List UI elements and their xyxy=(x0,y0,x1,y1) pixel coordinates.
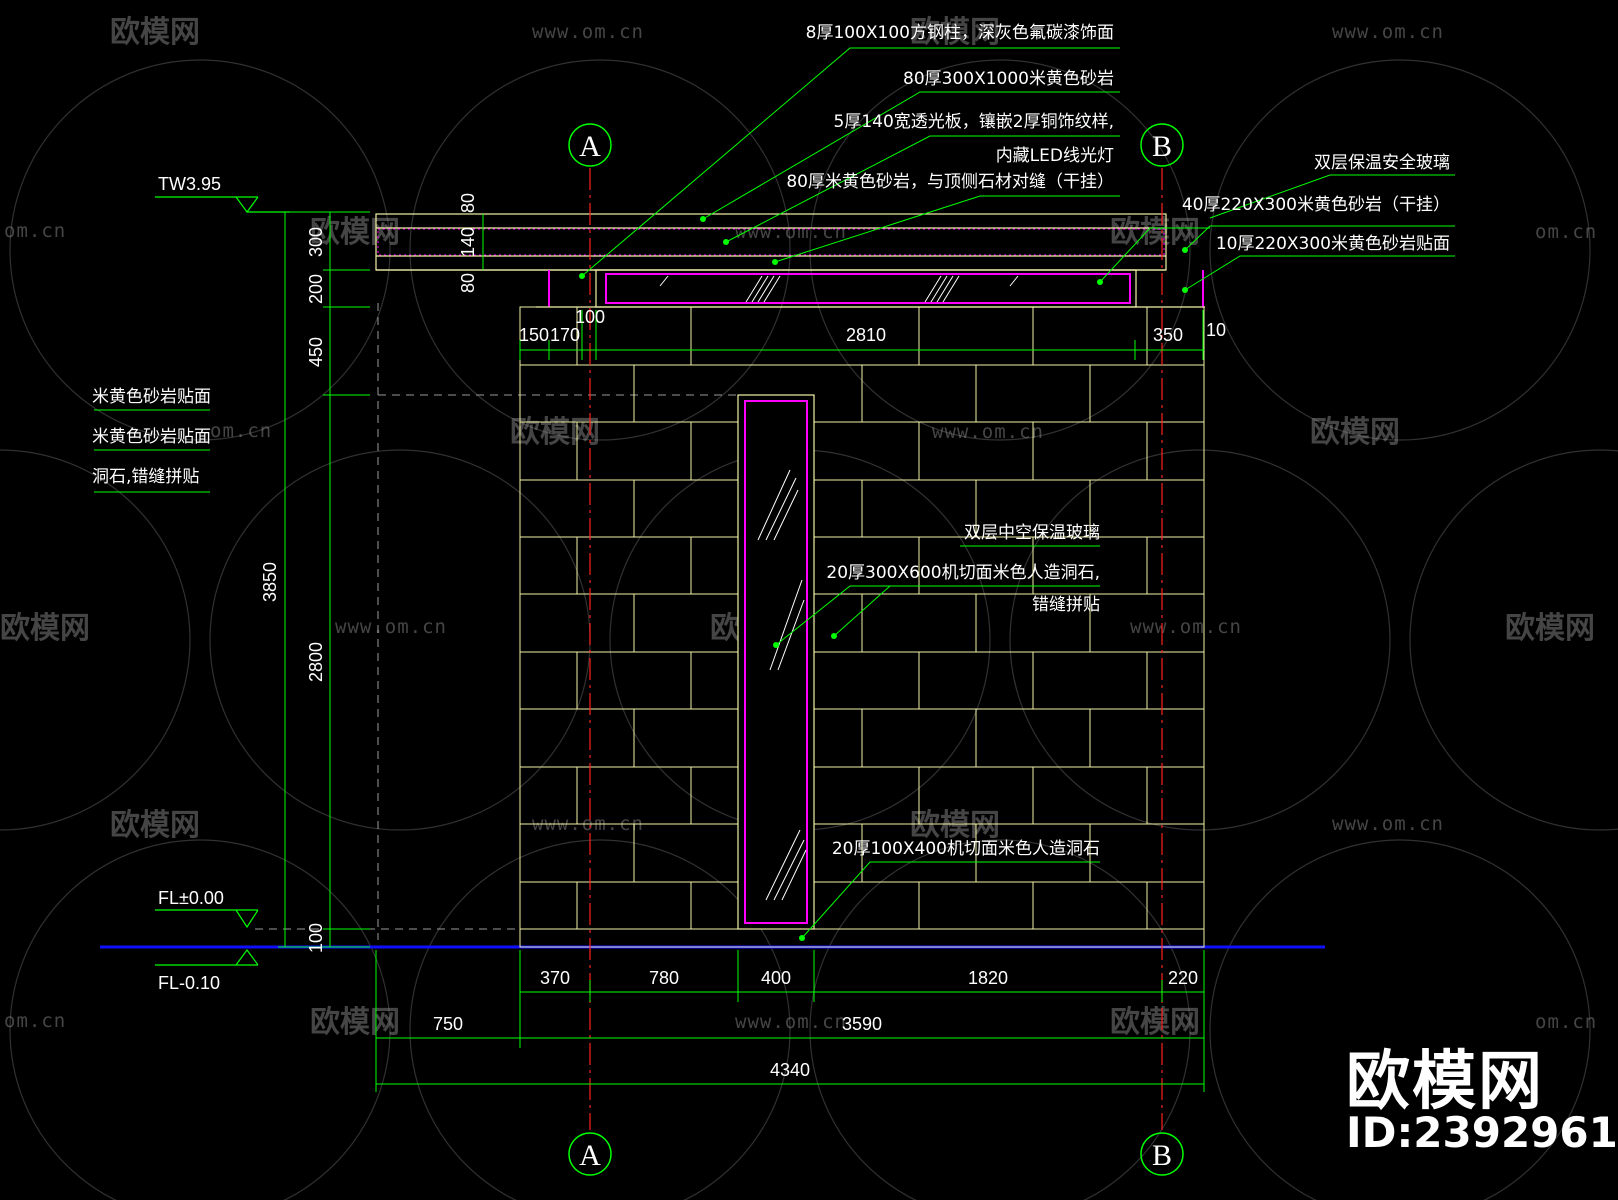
dim-top-10: 10 xyxy=(1206,320,1226,340)
dim-top-150: 150 xyxy=(519,325,549,345)
watermark-url: www.om.cn xyxy=(735,1011,847,1033)
dim-top-100: 100 xyxy=(575,307,605,327)
watermark-brand: 欧模网 xyxy=(0,611,90,646)
watermark-url: om.cn xyxy=(1535,1011,1597,1033)
dim-canopy-80-bottom: 80 xyxy=(458,273,478,293)
note-travertine-100: 20厚100X400机切面米色人造洞石 xyxy=(832,839,1100,859)
watermark-url: www.om.cn xyxy=(335,616,447,638)
watermark-url: om.cn xyxy=(4,220,66,242)
dim-canopy-140: 140 xyxy=(458,227,478,257)
watermark-url: www.om.cn xyxy=(532,21,644,43)
level-top: TW3.95 xyxy=(158,174,221,194)
watermark-brand: 欧模网 xyxy=(110,15,200,50)
dim-canopy-80-top: 80 xyxy=(458,193,478,213)
watermark-id: ID:2392961 xyxy=(1346,1108,1618,1157)
note-steel-column: 8厚100X100方钢柱，深灰色氟碳漆饰面 xyxy=(806,23,1114,43)
watermark-brand: 欧模网 xyxy=(910,808,1000,843)
dim-top-2810: 2810 xyxy=(846,325,886,345)
note-insulated-glass: 双层中空保温玻璃 xyxy=(964,523,1100,543)
note-travertine-300: 20厚300X600机切面米色人造洞石, xyxy=(826,563,1100,583)
note-sandstone-80: 80厚300X1000米黄色砂岩 xyxy=(903,69,1114,89)
level-ground: FL-0.10 xyxy=(158,973,220,993)
note-left-2: 米黄色砂岩贴面 xyxy=(92,427,211,447)
watermark-url: om.cn xyxy=(210,420,272,442)
watermark-brand: 欧模网 xyxy=(510,415,600,450)
watermark-url: om.cn xyxy=(1535,221,1597,243)
dim-left-300: 300 xyxy=(306,227,326,257)
watermark-brand: 欧模网 xyxy=(1110,215,1200,250)
axis-label-a-top: A xyxy=(579,130,601,163)
window-hatch xyxy=(757,469,807,901)
watermark-brand: 欧模网 xyxy=(110,808,200,843)
watermark-url: om.cn xyxy=(4,1010,66,1032)
canopy-glass-hatch xyxy=(659,275,1019,303)
axis-lines xyxy=(589,168,1163,1130)
watermark-brand: 欧模网 xyxy=(1310,415,1400,450)
note-safety-glass: 双层保温安全玻璃 xyxy=(1314,153,1450,173)
left-dimension-lines xyxy=(278,211,484,948)
window-glass xyxy=(744,400,808,924)
watermark-brand: 欧模网 xyxy=(1110,1005,1200,1040)
leader-lines xyxy=(94,47,1455,939)
dim-top-170: 170 xyxy=(550,325,580,345)
axis-label-b-bottom: B xyxy=(1152,1139,1172,1172)
watermark-brand: 欧模网 xyxy=(910,15,1000,50)
note-light-panel: 5厚140宽透光板，镶嵌2厚铜饰纹样, xyxy=(834,111,1114,132)
bottom-dimension-lines xyxy=(375,950,1205,1092)
watermark-brand: 欧模网 xyxy=(310,1005,400,1040)
leader-dots xyxy=(579,216,1188,941)
dim-left-450: 450 xyxy=(306,337,326,367)
dim-bottom-370: 370 xyxy=(540,968,570,988)
note-left-1: 米黄色砂岩贴面 xyxy=(92,387,211,407)
level-markers xyxy=(155,196,290,966)
level-floor: FL±0.00 xyxy=(158,888,224,908)
dim-bottom-1820: 1820 xyxy=(968,968,1008,988)
axis-label-a-bottom: A xyxy=(579,1139,601,1172)
dim-left-200: 200 xyxy=(306,274,326,304)
dim-bottom-750: 750 xyxy=(433,1014,463,1034)
watermark-url: www.om.cn xyxy=(1130,616,1242,638)
watermark-url: www.om.cn xyxy=(735,221,847,243)
dim-top-350: 350 xyxy=(1153,325,1183,345)
dim-bottom-780: 780 xyxy=(649,968,679,988)
note-sandstone-dry: 80厚米黄色砂岩，与顶侧石材对缝（干挂） xyxy=(786,172,1114,192)
watermark-url: www.om.cn xyxy=(1332,21,1444,43)
axis-label-b-top: B xyxy=(1152,130,1172,163)
dim-bottom-3590: 3590 xyxy=(842,1014,882,1034)
watermark-circles xyxy=(0,59,1618,1200)
note-sandstone-10: 10厚220X300米黄色砂岩贴面 xyxy=(1216,234,1450,254)
dim-left-100: 100 xyxy=(306,923,326,953)
top-dimension-line xyxy=(519,310,1204,360)
note-staggered: 错缝拼贴 xyxy=(1032,595,1100,615)
stone-joints xyxy=(576,307,1148,929)
watermark-url: www.om.cn xyxy=(1332,813,1444,835)
note-led-light: 内藏LED线光灯 xyxy=(996,146,1114,166)
watermark-brand: 欧模网 xyxy=(1505,611,1595,646)
note-left-3: 洞石,错缝拼贴 xyxy=(92,467,199,487)
dim-left-2800: 2800 xyxy=(306,642,326,682)
dim-left-total: 3850 xyxy=(260,562,280,602)
axis-bubbles: A B A B xyxy=(568,123,1184,1176)
dim-bottom-220: 220 xyxy=(1168,968,1198,988)
watermark-url: www.om.cn xyxy=(932,421,1044,443)
dim-overall: 4340 xyxy=(770,1060,810,1080)
led-light-strip xyxy=(377,228,1165,256)
note-sandstone-40: 40厚220X300米黄色砂岩（干挂） xyxy=(1182,195,1450,215)
dim-bottom-400: 400 xyxy=(761,968,791,988)
canopy xyxy=(375,213,1205,308)
canopy-glass-panel xyxy=(605,273,1131,304)
watermark-logo: 欧模网 xyxy=(1346,1045,1544,1119)
window-frame xyxy=(737,394,815,930)
watermark-brand: 欧模网 xyxy=(310,215,400,250)
